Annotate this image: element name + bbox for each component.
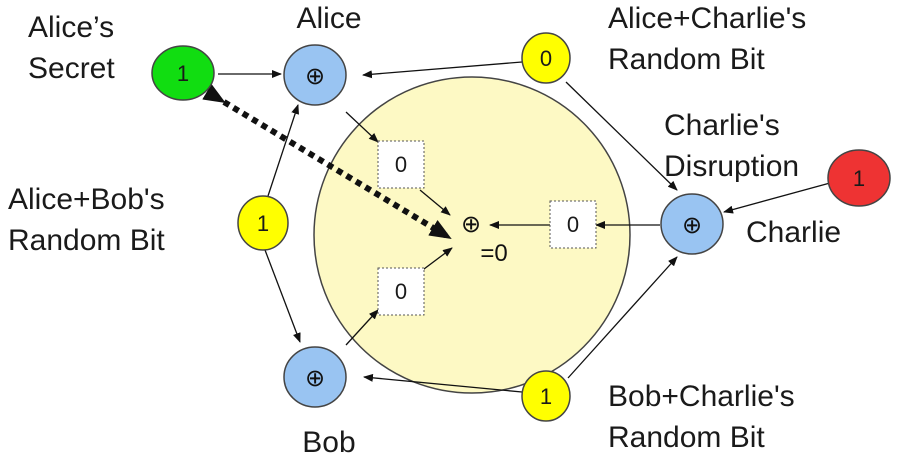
message-box-alice: 0 xyxy=(377,140,425,189)
ac-random-label-line1: Alice+Charlie's xyxy=(608,2,806,35)
bc-random-bit-value: 1 xyxy=(540,384,552,409)
arrow-disruption-to-charlie xyxy=(723,182,831,214)
charlie-disruption-label-line1: Charlie's xyxy=(664,109,780,142)
ab-random-bit-value: 1 xyxy=(257,211,269,236)
alice-secret-label-line2: Secret xyxy=(28,52,115,85)
arrow-bc-to-bob xyxy=(363,373,523,393)
center-xor-symbol: ⊕ xyxy=(461,210,481,238)
charlie-disruption-value: 1 xyxy=(853,166,865,191)
arrow-bc-to-charlie xyxy=(567,256,678,379)
ab-random-label-line2: Random Bit xyxy=(8,224,165,257)
ac-random-bit-value: 0 xyxy=(540,46,552,71)
charlie-disruption-node: 1 xyxy=(827,149,891,207)
bc-random-bit-node: 1 xyxy=(521,370,571,422)
alice-secret-label-line1: Alice’s xyxy=(28,11,114,44)
message-box-bob: 0 xyxy=(377,267,425,316)
bc-random-label-line1: Bob+Charlie's xyxy=(608,380,795,413)
charlie-xor-node: ⊕ xyxy=(660,193,724,255)
charlie-disruption-label-line2: Disruption xyxy=(664,150,799,183)
alice-secret-node: 1 xyxy=(151,45,215,101)
ac-random-label-line2: Random Bit xyxy=(608,43,765,76)
message-alice-value: 0 xyxy=(395,152,407,177)
arrow-bob-to-box xyxy=(345,309,379,346)
charlie-label: Charlie xyxy=(746,216,841,249)
alice-xor-node: ⊕ xyxy=(283,44,347,106)
arrow-ab-to-alice xyxy=(267,104,299,197)
message-bob-value: 0 xyxy=(395,279,407,304)
bob-label: Bob xyxy=(302,426,355,459)
alice-xor-symbol: ⊕ xyxy=(305,62,325,90)
result-value: =0 xyxy=(480,240,507,267)
bob-xor-symbol: ⊕ xyxy=(305,364,325,392)
arrow-ac-to-alice xyxy=(362,61,523,79)
message-charlie-value: 0 xyxy=(567,212,579,237)
alice-label: Alice xyxy=(296,2,361,35)
charlie-xor-symbol: ⊕ xyxy=(682,211,702,239)
ac-random-bit-node: 0 xyxy=(521,32,571,84)
message-box-charlie: 0 xyxy=(549,200,597,249)
arrow-bob-box-to-center xyxy=(419,247,453,273)
ab-random-bit-node: 1 xyxy=(237,195,289,251)
arrow-ac-to-charlie xyxy=(565,81,678,191)
ab-random-label-line1: Alice+Bob's xyxy=(8,183,165,216)
bc-random-label-line2: Random Bit xyxy=(608,421,765,454)
alice-secret-value: 1 xyxy=(177,61,189,86)
bob-xor-node: ⊕ xyxy=(283,346,347,408)
arrow-ab-to-bob xyxy=(264,249,301,343)
